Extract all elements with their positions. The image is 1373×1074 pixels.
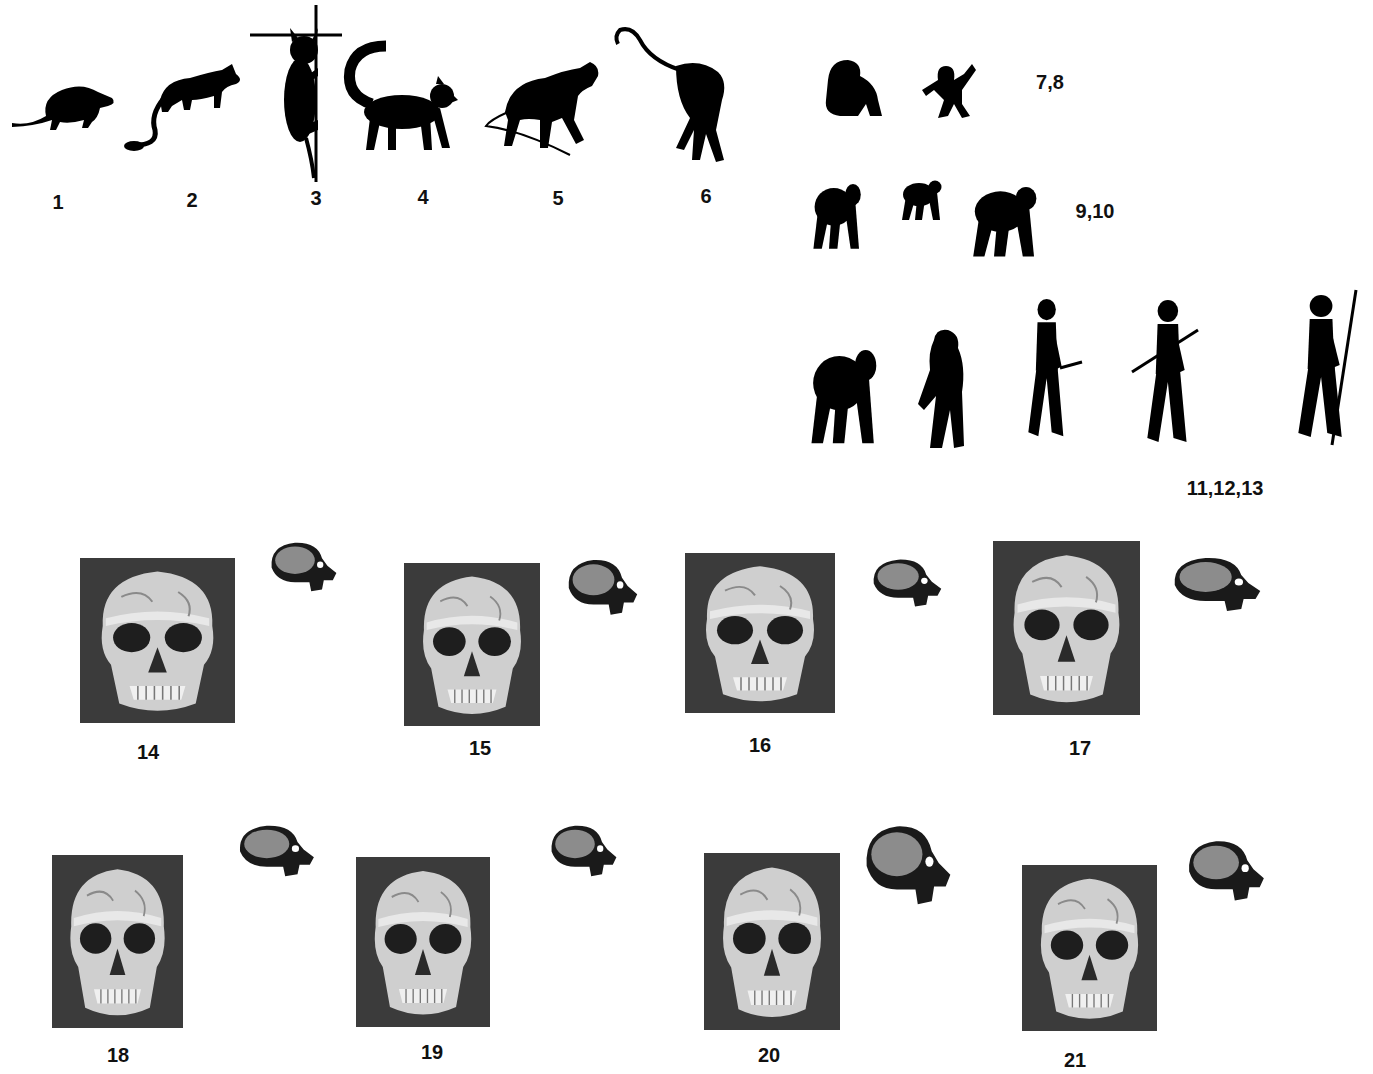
tool [1060, 362, 1082, 368]
callout-number: 1 [52, 192, 63, 212]
callout-number: 18 [107, 1045, 129, 1065]
chimp-silhouette [813, 184, 860, 249]
gorilla-silhouette [973, 187, 1036, 257]
skull-profile [866, 826, 950, 904]
callout-number: 21 [1064, 1050, 1086, 1070]
callout-number: 4 [417, 187, 428, 207]
skull-photo [52, 855, 183, 1028]
callout-number: 14 [137, 742, 159, 762]
callout-number: 19 [421, 1042, 443, 1062]
callout-number: 9,10 [1076, 201, 1115, 221]
tarsier-tail [306, 138, 314, 178]
opossum-silhouette [12, 86, 114, 130]
gorilla-silhouette [811, 350, 876, 443]
callout-number: 15 [469, 738, 491, 758]
lemur-legs [366, 108, 450, 150]
tarsier-limbs [304, 68, 318, 136]
standing-ape-silhouette [922, 64, 976, 118]
spear [1132, 330, 1198, 372]
spider-monkey-tail [616, 29, 680, 70]
tail-silhouette [132, 98, 164, 145]
callout-number: 2 [186, 190, 197, 210]
skull-profile [240, 826, 314, 876]
callout-number: 7,8 [1036, 72, 1064, 92]
tarsier-ears [290, 28, 318, 42]
callout-number: 3 [310, 188, 321, 208]
hunched-hominin-silhouette [918, 330, 964, 448]
spear [1332, 290, 1356, 445]
callout-number: 20 [758, 1045, 780, 1065]
skull-photo [704, 853, 840, 1030]
skull-photo [80, 558, 235, 723]
skull-photo [993, 541, 1140, 715]
callout-number: 6 [700, 186, 711, 206]
callout-number: 17 [1069, 738, 1091, 758]
lemur-tail [349, 46, 386, 104]
monkey-silhouette [504, 62, 598, 148]
skull-profile [271, 543, 336, 592]
skull-profile [569, 560, 638, 615]
skull-profile [1175, 558, 1261, 611]
callout-number: 5 [552, 188, 563, 208]
hominin-silhouette [1147, 300, 1186, 442]
skull-profile [1189, 841, 1264, 900]
monkey-tail [486, 112, 570, 155]
callout-number: 11,12,13 [1187, 478, 1264, 498]
skull-photo [685, 553, 835, 713]
tree-shrew-silhouette [160, 64, 240, 112]
bonobo-silhouette [902, 181, 942, 221]
callout-number: 16 [749, 735, 771, 755]
skull-photo [404, 563, 540, 726]
sitting-ape-silhouette [826, 60, 882, 116]
spider-monkey-silhouette [676, 63, 724, 162]
skull-profile [874, 560, 942, 607]
skull-photo [356, 857, 490, 1027]
skull-photo [1022, 865, 1157, 1031]
lemur-face [436, 76, 458, 104]
hominin-silhouette [1028, 299, 1063, 436]
tail-tip [124, 141, 144, 151]
skull-profile [551, 826, 616, 876]
